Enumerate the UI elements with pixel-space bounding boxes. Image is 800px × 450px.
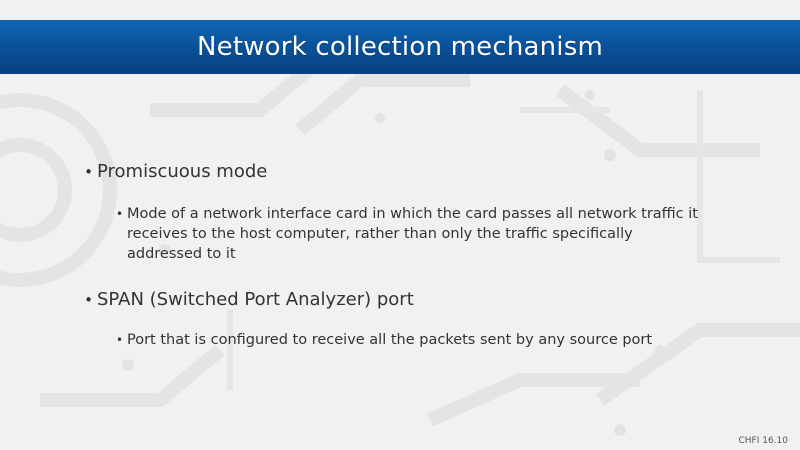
slide-footer-label: CHFI 16.10 <box>738 436 788 446</box>
bullet-dot-icon: • <box>84 291 93 309</box>
bullet-text: SPAN (Switched Port Analyzer) port <box>97 289 414 310</box>
bullet-span-port: • SPAN (Switched Port Analyzer) port <box>80 288 414 312</box>
sub-bullet-text: Port that is configured to receive all t… <box>127 332 653 348</box>
sub-bullet-promiscuous-mode: • Mode of a network interface card in wh… <box>112 204 712 264</box>
bullet-text: Promiscuous mode <box>97 161 268 182</box>
title-bar: Network collection mechanism <box>0 20 800 74</box>
sub-bullet-dot-icon: • <box>115 207 124 221</box>
sub-bullet-span-port: • Port that is configured to receive all… <box>112 330 712 350</box>
bullet-dot-icon: • <box>84 163 93 181</box>
sub-bullet-dot-icon: • <box>115 333 124 347</box>
slide-title: Network collection mechanism <box>196 32 604 62</box>
sub-bullet-text: Mode of a network interface card in whic… <box>127 206 698 262</box>
bullet-promiscuous-mode: • Promiscuous mode <box>80 160 267 184</box>
